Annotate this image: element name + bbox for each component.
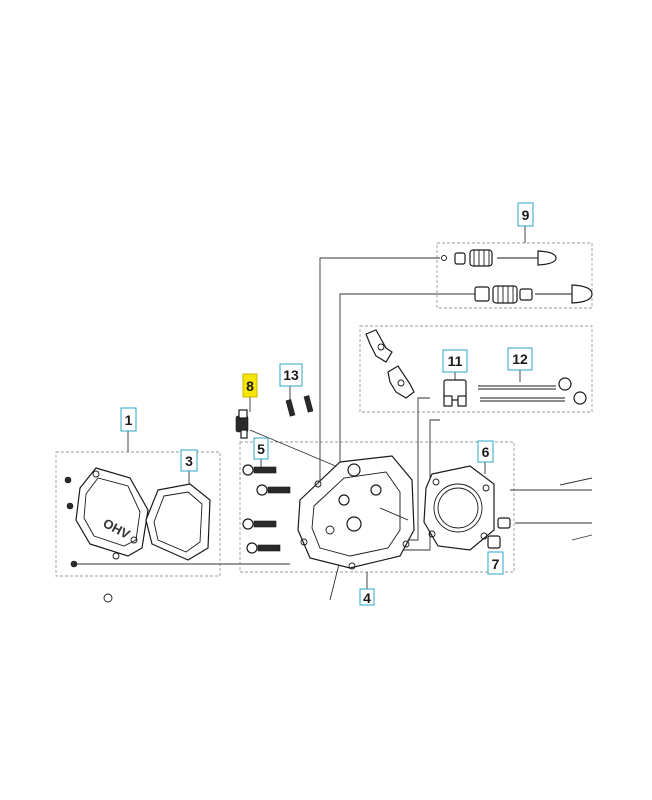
part-label-5[interactable]: 5 xyxy=(253,437,269,460)
group-box-rockers xyxy=(359,325,593,413)
svg-text:9: 9 xyxy=(522,207,530,223)
part-label-11[interactable]: 11 xyxy=(442,349,468,373)
part-label-8[interactable]: 8 xyxy=(242,373,258,398)
svg-text:3: 3 xyxy=(185,453,193,469)
valve-assembly xyxy=(441,249,593,304)
dowel-pins-part xyxy=(487,517,511,549)
part-label-4[interactable]: 4 xyxy=(359,588,375,606)
part-label-12[interactable]: 12 xyxy=(507,347,533,371)
svg-text:7: 7 xyxy=(492,556,500,572)
cover-gasket-part xyxy=(145,483,211,561)
head-gasket-part xyxy=(423,465,495,551)
valve-cover-part: OHV xyxy=(64,467,149,603)
part-label-9[interactable]: 9 xyxy=(517,202,534,227)
rocker-arm-assembly xyxy=(365,329,587,407)
part-label-7[interactable]: 7 xyxy=(487,551,504,575)
svg-text:11: 11 xyxy=(448,353,463,369)
svg-text:4: 4 xyxy=(363,590,371,606)
part-label-1[interactable]: 1 xyxy=(120,407,137,432)
svg-text:13: 13 xyxy=(283,367,299,383)
stud-bolts-part xyxy=(285,395,314,417)
svg-text:8: 8 xyxy=(246,378,254,394)
group-box-cylinder-head xyxy=(239,441,515,573)
spark-plug-part xyxy=(235,409,249,439)
svg-text:6: 6 xyxy=(482,444,490,460)
part-label-6[interactable]: 6 xyxy=(477,440,494,463)
part-label-3[interactable]: 3 xyxy=(180,449,198,472)
bolts-part xyxy=(242,464,291,554)
group-box-valves xyxy=(436,242,593,309)
svg-text:5: 5 xyxy=(257,441,265,457)
svg-text:1: 1 xyxy=(125,412,133,428)
part-label-13[interactable]: 13 xyxy=(279,363,303,387)
cylinder-head-part xyxy=(297,455,415,570)
svg-text:12: 12 xyxy=(512,351,528,367)
group-box-valve-cover xyxy=(55,451,221,577)
